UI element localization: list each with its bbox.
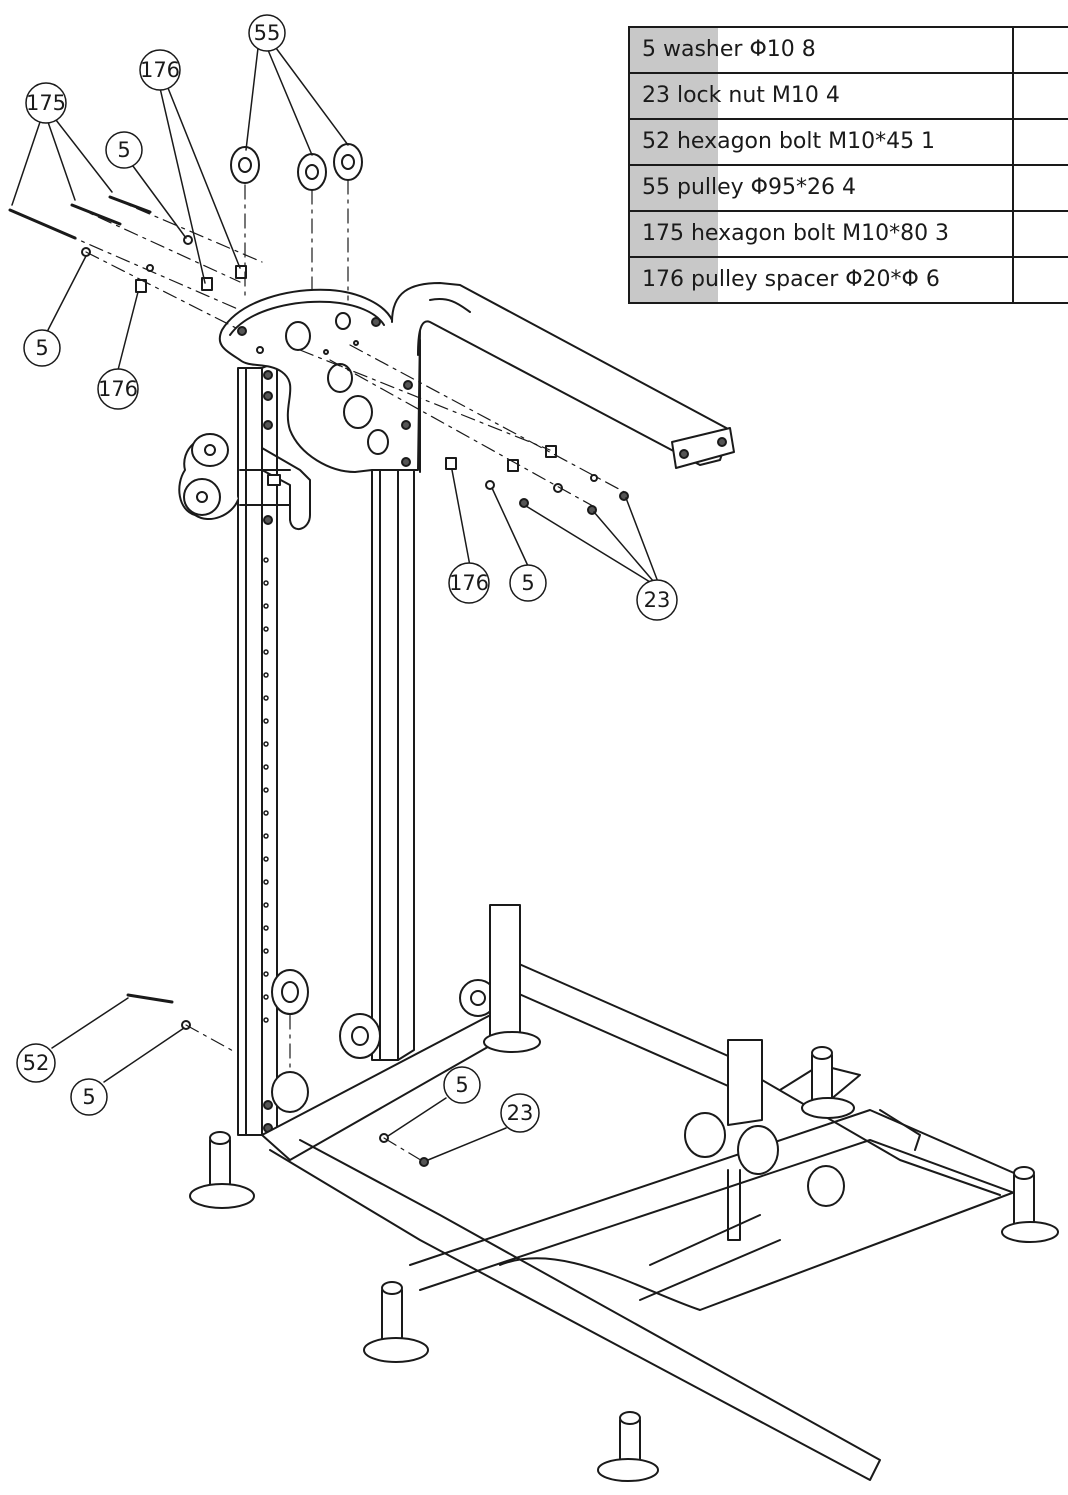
callout-circles xyxy=(16,14,678,1133)
table-row: 55 pulley Φ95*26 4 xyxy=(627,164,1068,212)
callout-5-b: 5 xyxy=(35,336,48,360)
callout-5-bottom: 5 xyxy=(82,1085,95,1109)
part-description: 55 pulley Φ95*26 4 xyxy=(642,175,856,200)
exploded-hardware xyxy=(8,143,629,1167)
callout-52: 52 xyxy=(23,1051,50,1075)
bottom-pulleys xyxy=(271,969,497,1113)
callout-leaders xyxy=(11,47,659,1161)
callout-5-mid: 5 xyxy=(521,571,534,595)
parts-list-table: 5 washer Φ10 8 23 lock nut M10 4 52 hexa… xyxy=(627,26,1068,304)
part-description: 176 pulley spacer Φ20*Φ 6 xyxy=(642,267,940,292)
part-description: 23 lock nut M10 4 xyxy=(642,83,840,108)
callout-55: 55 xyxy=(254,21,281,45)
table-row: 52 hexagon bolt M10*45 1 xyxy=(627,118,1068,166)
part-description: 52 hexagon bolt M10*45 1 xyxy=(642,129,936,154)
rear-upright xyxy=(371,461,415,1061)
callout-176-left: 176 xyxy=(98,377,138,401)
left-pulley-bracket xyxy=(178,433,311,530)
callout-5-base: 5 xyxy=(455,1073,468,1097)
callout-5-a: 5 xyxy=(117,138,130,162)
callout-23-base: 23 xyxy=(507,1101,534,1125)
callout-23-mid: 23 xyxy=(644,588,671,612)
assembly-guide-lines xyxy=(9,179,631,1163)
table-row: 5 washer Φ10 8 xyxy=(627,26,1068,74)
callout-176-mid: 176 xyxy=(449,571,489,595)
base-frame xyxy=(189,904,1059,1482)
table-row: 23 lock nut M10 4 xyxy=(627,72,1068,120)
table-row: 176 pulley spacer Φ20*Φ 6 xyxy=(627,256,1068,304)
top-handle-bar xyxy=(391,282,735,473)
table-row: 175 hexagon bolt M10*80 3 xyxy=(627,210,1068,258)
part-description: 175 hexagon bolt M10*80 3 xyxy=(642,221,950,246)
callout-176-top: 176 xyxy=(140,58,180,82)
part-description: 5 washer Φ10 8 xyxy=(642,37,816,62)
top-pulley-plate xyxy=(218,288,421,473)
callout-175: 175 xyxy=(26,91,66,115)
